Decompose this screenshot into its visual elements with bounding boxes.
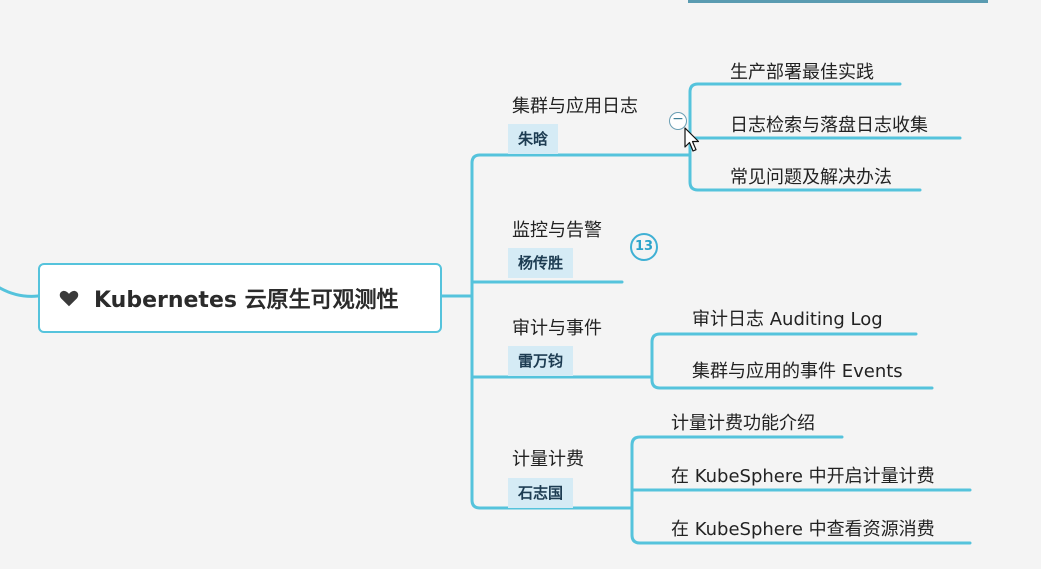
root-topic[interactable]: Kubernetes 云原生可观测性 [38,263,442,333]
leaf-topic[interactable]: 在 KubeSphere 中查看资源消费 [671,519,935,540]
leaf-topic[interactable]: 生产部署最佳实践 [730,62,874,83]
leaf-connector-billing-3 [630,506,972,545]
topic-cluster-app-logs[interactable]: 集群与应用日志 [512,96,638,117]
topic-audit-events[interactable]: 审计与事件 [512,318,602,339]
owner-badge: 杨传胜 [508,248,574,278]
collapse-toggle-icon[interactable]: − [669,112,687,130]
topic-metering-billing[interactable]: 计量计费 [512,449,584,470]
leaf-connector-audit-1 [650,332,918,379]
owner-badge: 朱晗 [508,124,559,154]
root-title: Kubernetes 云原生可观测性 [94,288,399,313]
topic-monitoring-alerting[interactable]: 监控与告警 [512,220,602,241]
leaf-connector-billing-1 [630,435,844,510]
top-panel-edge [688,0,988,3]
mouse-cursor-icon [684,127,700,152]
leaf-topic[interactable]: 在 KubeSphere 中开启计量计费 [671,466,935,487]
collapsed-count-badge[interactable]: 13 [630,233,658,261]
incoming-connector [0,286,40,298]
heart-icon [59,290,79,307]
leaf-connector-logs-1 [688,82,902,157]
leaf-connector-logs-3 [688,153,922,192]
leaf-connector-audit-2 [650,375,934,390]
owner-badge: 雷万钧 [508,346,574,376]
leaf-topic[interactable]: 集群与应用的事件 Events [692,361,903,382]
leaf-topic[interactable]: 常见问题及解决办法 [730,167,892,188]
leaf-topic[interactable]: 日志检索与落盘日志收集 [730,115,928,136]
owner-badge: 石志国 [508,478,574,508]
leaf-topic[interactable]: 审计日志 Auditing Log [692,309,883,330]
branch-trunk [470,153,482,510]
leaf-topic[interactable]: 计量计费功能介绍 [671,413,815,434]
